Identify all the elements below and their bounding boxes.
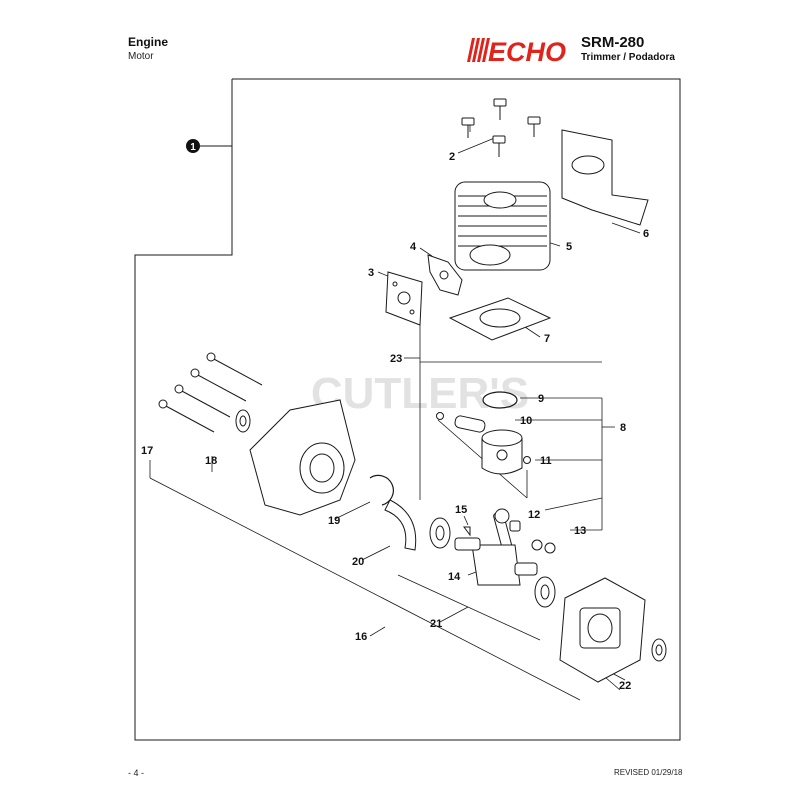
label-20: 20 bbox=[352, 556, 364, 568]
section-title: Engine bbox=[128, 35, 169, 49]
callout-number: 1 bbox=[190, 142, 196, 153]
label-17: 17 bbox=[141, 445, 153, 457]
cylinder-shield bbox=[561, 129, 649, 226]
label-6: 6 bbox=[643, 228, 649, 240]
oil-seal-right bbox=[651, 638, 667, 662]
label-19: 19 bbox=[328, 515, 340, 527]
oil-seal-left bbox=[235, 409, 251, 433]
label-16: 16 bbox=[355, 631, 367, 643]
label-14: 14 bbox=[448, 571, 461, 583]
label-4: 4 bbox=[410, 241, 417, 253]
pin-clip-left bbox=[436, 412, 444, 420]
label-10: 10 bbox=[520, 415, 532, 427]
crankcase-screws bbox=[158, 352, 263, 433]
label-3: 3 bbox=[368, 267, 374, 279]
piston-ring bbox=[482, 391, 518, 409]
piston bbox=[481, 429, 523, 475]
label-7: 7 bbox=[544, 333, 550, 345]
crankshaft bbox=[454, 508, 538, 586]
label-21: 21 bbox=[430, 618, 442, 630]
label-11: 11 bbox=[540, 455, 552, 467]
crankcase-left bbox=[249, 399, 356, 516]
label-23: 23 bbox=[390, 353, 402, 365]
label-9: 9 bbox=[538, 393, 544, 405]
label-22: 22 bbox=[619, 680, 631, 692]
crank-bearing-left bbox=[429, 517, 451, 549]
pin-clip-right bbox=[523, 456, 531, 464]
model-number: SRM-280 bbox=[581, 34, 645, 51]
section-subtitle: Motor bbox=[128, 51, 154, 62]
label-5: 5 bbox=[566, 241, 572, 253]
circlip bbox=[369, 474, 394, 506]
crankcase-right bbox=[559, 577, 646, 683]
page-number: - 4 - bbox=[128, 768, 145, 778]
brand-logo-text: ECHO bbox=[488, 37, 566, 67]
crankcase-gasket bbox=[384, 499, 417, 551]
label-15: 15 bbox=[455, 504, 467, 516]
piston-pin bbox=[454, 415, 486, 433]
cylinder-gasket bbox=[448, 297, 552, 341]
label-8: 8 bbox=[620, 422, 626, 434]
label-13: 13 bbox=[574, 525, 586, 537]
diagram-frame bbox=[134, 78, 681, 741]
woodruff-key bbox=[463, 526, 471, 537]
product-name: Trimmer / Podadora bbox=[581, 52, 675, 63]
callout-1: 1 bbox=[186, 139, 232, 153]
cylinder-bolts bbox=[461, 98, 541, 157]
label-18: 18 bbox=[205, 455, 217, 467]
echo-logo: ECHO bbox=[467, 37, 566, 67]
label-2: 2 bbox=[449, 151, 455, 163]
label-12: 12 bbox=[528, 509, 540, 521]
muffler-gasket bbox=[427, 254, 463, 296]
revision-date: REVISED 01/29/18 bbox=[614, 768, 683, 777]
cylinder bbox=[454, 181, 551, 271]
intake-insulator bbox=[385, 271, 423, 326]
small-end-bearing bbox=[509, 520, 556, 554]
crank-bearing-right bbox=[534, 576, 556, 608]
